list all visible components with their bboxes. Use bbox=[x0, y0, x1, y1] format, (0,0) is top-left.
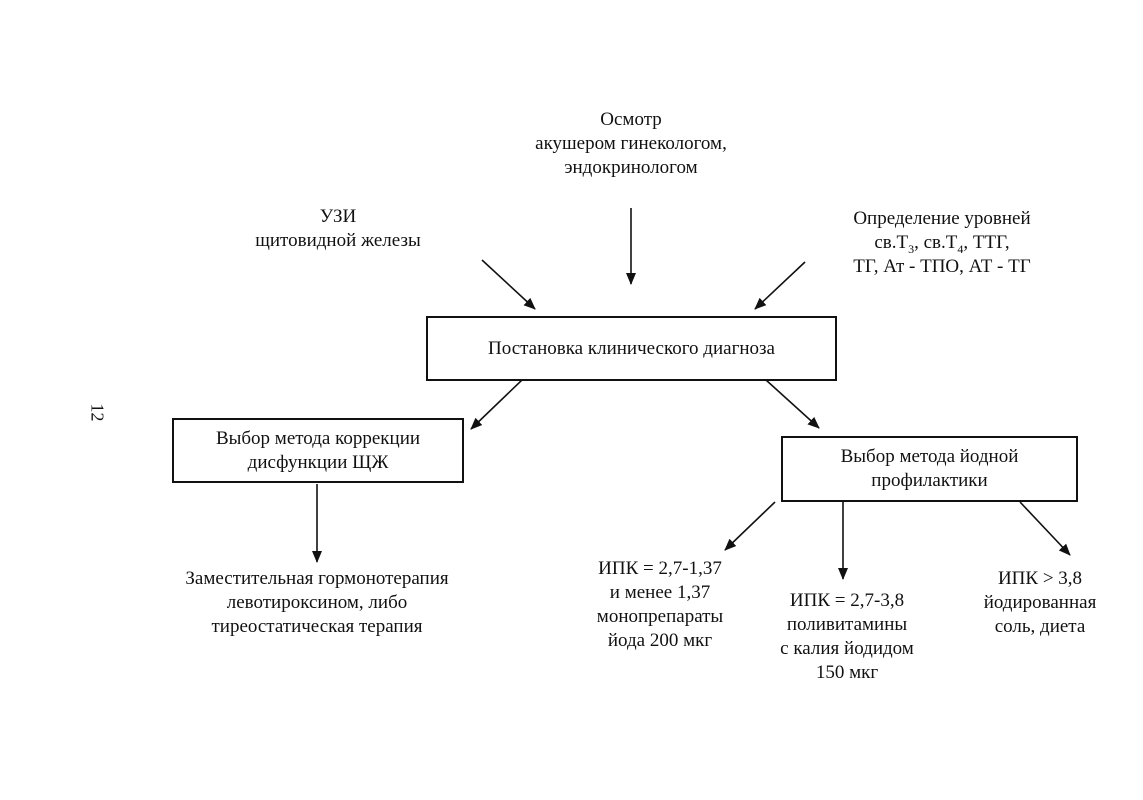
arrow-prophylaxis-to-outcome-1 bbox=[724, 501, 776, 551]
diagnosis-label: Постановка клинического диагноза bbox=[488, 337, 775, 359]
prophylaxis-box: Выбор метода йодной профилактики bbox=[781, 436, 1078, 502]
labs-line-2: св.Т3, св.Т4, ТТГ, bbox=[874, 232, 1010, 256]
exam-line-3: эндокринологом bbox=[564, 157, 698, 178]
arrow-diagnosis-to-prophylaxis bbox=[765, 379, 820, 429]
outcome-2-line-2: поливитамины bbox=[786, 614, 908, 635]
correction-line-1: Выбор метода коррекции bbox=[215, 427, 421, 449]
labs-line-1: Определение уровней bbox=[853, 208, 1031, 229]
exam-line-1: Осмотр bbox=[600, 109, 662, 130]
outcome-2-line-4: 150 мкг bbox=[815, 662, 879, 683]
exam-node: Осмотр акушером гинекологом, эндокриноло… bbox=[500, 108, 762, 180]
outcome-1-line-1: ИПК = 2,7-1,37 bbox=[598, 558, 722, 579]
therapy-line-2: левотироксином, либо bbox=[226, 592, 408, 613]
outcome-1-line-4: йода 200 мкг bbox=[607, 630, 713, 651]
outcome-2-node: ИПК = 2,7-3,8 поливитамины с калия йодид… bbox=[742, 589, 952, 685]
outcome-3-line-1: ИПК > 3,8 bbox=[997, 568, 1083, 589]
therapy-line-1: Заместительная гормонотерапия bbox=[185, 568, 449, 589]
exam-line-2: акушером гинекологом, bbox=[535, 133, 727, 154]
outcome-1-line-3: монопрепараты bbox=[596, 606, 724, 627]
therapy-node: Заместительная гормонотерапия левотирокс… bbox=[167, 567, 467, 639]
arrow-prophylaxis-to-outcome-3 bbox=[1019, 501, 1071, 556]
outcome-1-line-2: и менее 1,37 bbox=[609, 582, 711, 603]
diagnosis-box: Постановка клинического диагноза bbox=[426, 316, 837, 381]
outcome-2-line-3: с калия йодидом bbox=[780, 638, 914, 659]
ultrasound-line-1: УЗИ bbox=[319, 206, 357, 227]
arrow-diagnosis-to-correction bbox=[470, 379, 523, 430]
correction-box: Выбор метода коррекции дисфункции ЩЖ bbox=[172, 418, 464, 483]
correction-line-2: дисфункции ЩЖ bbox=[247, 451, 389, 473]
outcome-3-line-3: соль, диета bbox=[994, 616, 1086, 637]
outcome-3-node: ИПК > 3,8 йодированная соль, диета bbox=[955, 567, 1125, 639]
therapy-line-3: тиреостатическая терапия bbox=[211, 616, 423, 637]
arrow-ultrasound-to-diagnosis bbox=[481, 259, 536, 310]
arrow-labs-to-diagnosis bbox=[754, 261, 806, 310]
outcome-1-node: ИПК = 2,7-1,37 и менее 1,37 монопрепарат… bbox=[555, 557, 765, 653]
prophylaxis-line-2: профилактики bbox=[871, 470, 988, 491]
ultrasound-node: УЗИ щитовидной железы bbox=[232, 205, 444, 253]
labs-line-3: ТГ, Ат - ТПО, АТ - ТГ bbox=[853, 256, 1031, 277]
labs-node: Определение уровней св.Т3, св.Т4, ТТГ, Т… bbox=[822, 207, 1062, 279]
outcome-3-line-2: йодированная bbox=[983, 592, 1097, 613]
ultrasound-line-2: щитовидной железы bbox=[255, 230, 421, 251]
outcome-2-line-1: ИПК = 2,7-3,8 bbox=[789, 590, 905, 611]
prophylaxis-line-1: Выбор метода йодной bbox=[840, 446, 1019, 467]
